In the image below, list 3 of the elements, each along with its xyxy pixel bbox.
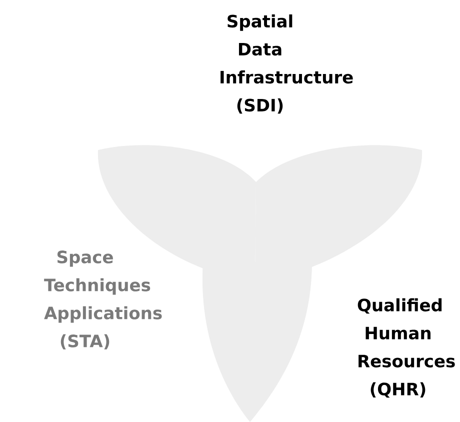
label: Space Techniques Applications (STA) [44,250,162,350]
label: Spatial Data Infrastructure (SDI) [220,14,353,114]
label: Qualified Human Resources (QHR) [358,298,455,398]
